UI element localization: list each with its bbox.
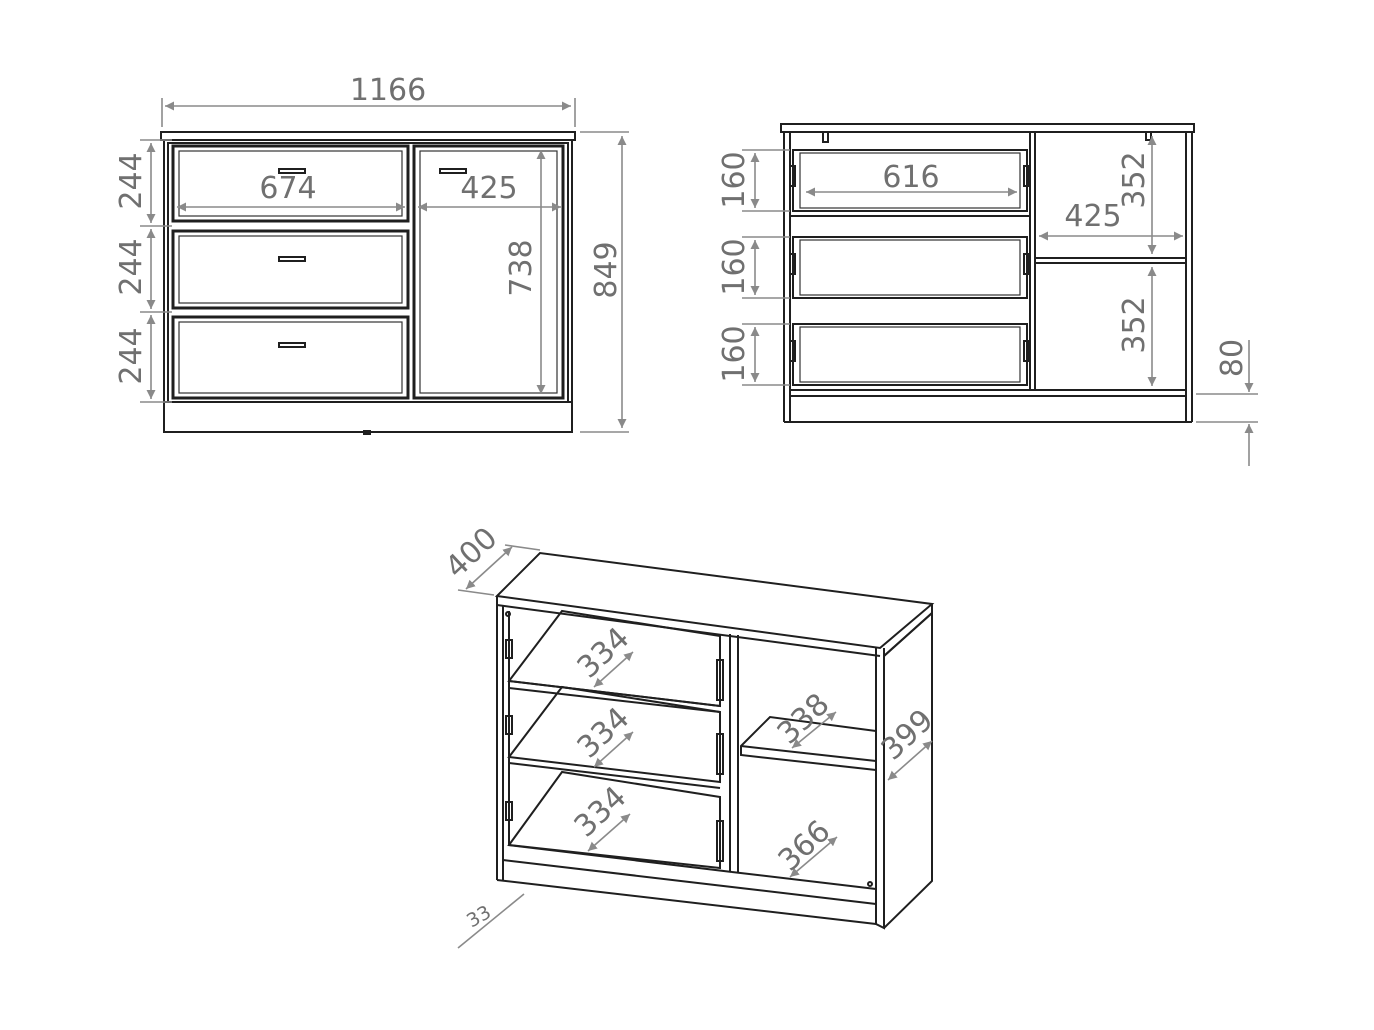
dim-shelf-depth: 338	[771, 687, 837, 752]
dim-open-drawer-width: 616	[882, 160, 939, 195]
front-top-board	[160, 131, 576, 141]
dim-compartment-width: 425	[1064, 199, 1121, 234]
dim-open-drawer-height-3: 160	[717, 325, 752, 382]
dim-drawer-height-2: 244	[114, 238, 149, 295]
open-shelf	[1034, 257, 1187, 264]
dim-drawer-width: 674	[259, 171, 316, 206]
dim-drawer-height-1: 244	[114, 152, 149, 209]
handle-drawer-1	[278, 168, 306, 174]
dim-open-drawer-height-2: 160	[717, 238, 752, 295]
perspective-drawer-3	[505, 763, 724, 870]
perspective-view: 400 334 334 334 338 366 399 33	[439, 521, 940, 949]
handle-drawer-3	[278, 342, 306, 348]
dim-drawer-height-3: 244	[114, 327, 149, 384]
front-view: 1166 849 244 244 244 674 425 738	[114, 73, 629, 435]
open-top-board	[780, 123, 1195, 133]
dim-drawer-depth-2: 334	[571, 701, 637, 766]
dim-bottom-depth: 366	[772, 814, 838, 879]
open-drawer-2	[789, 236, 1030, 299]
dim-width: 1166	[350, 73, 426, 108]
front-door	[412, 144, 565, 400]
dim-depth: 400	[439, 521, 505, 586]
handle-drawer-2	[278, 256, 306, 262]
perspective-shelf	[740, 715, 877, 772]
open-view: 616 160 160 160 425 352 352 80	[717, 123, 1258, 466]
dim-compartment-height-top: 352	[1117, 151, 1152, 208]
dim-height: 849	[589, 241, 624, 298]
dim-door-width: 425	[460, 171, 517, 206]
dim-door-height: 738	[504, 239, 539, 296]
front-drawer-1	[171, 144, 410, 223]
perspective-drawer-2	[505, 685, 724, 789]
dim-thickness: 33	[463, 901, 495, 932]
perspective-drawer-1	[505, 609, 724, 713]
dim-drawer-depth-1: 334	[571, 621, 637, 686]
open-drawer-3	[789, 323, 1030, 386]
front-drawer-3	[171, 315, 410, 400]
dim-drawer-depth-3: 334	[568, 780, 634, 845]
handle-door	[439, 168, 467, 174]
dim-line-thickness	[457, 893, 525, 949]
dim-plinth-height: 80	[1215, 339, 1250, 377]
dim-compartment-height-bottom: 352	[1117, 296, 1152, 353]
dim-open-drawer-height-1: 160	[717, 151, 752, 208]
front-drawer-2	[171, 229, 410, 310]
open-drawer-1	[789, 149, 1030, 212]
